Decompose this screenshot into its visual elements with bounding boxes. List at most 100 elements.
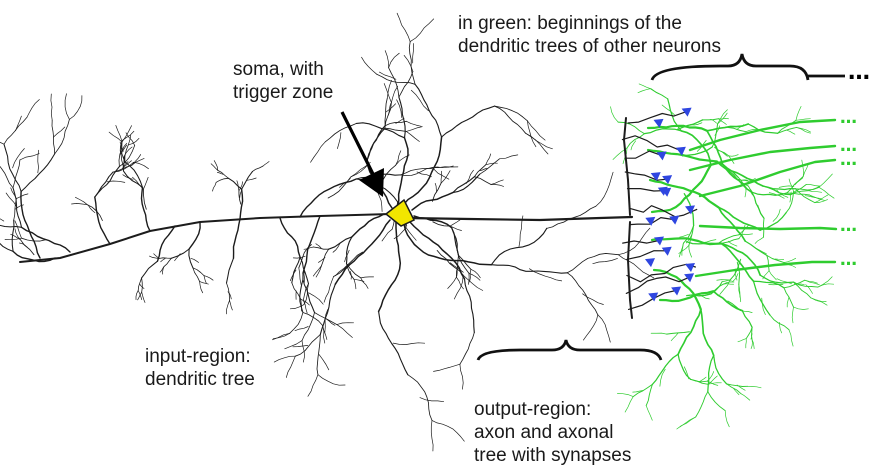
dendrite-branch: [465, 279, 475, 333]
dendrite-branch: [295, 327, 308, 331]
dendrite-branch: [116, 125, 122, 140]
dendrite-branch: [526, 133, 549, 154]
dendrite-branch: [326, 319, 335, 326]
green-dendrite-branch: [651, 89, 659, 94]
dendrite-branch: [480, 159, 500, 174]
synapse-group: [645, 108, 695, 302]
output-region-bracket: [478, 340, 661, 360]
dendrite-branch: [134, 162, 149, 168]
dendrite-branch: [468, 273, 469, 284]
green-dendrite-branch: [719, 118, 729, 119]
dendrite-branch: [263, 162, 269, 167]
green-dendrite-branch: [708, 392, 725, 411]
dendrite-branch: [142, 187, 151, 231]
dendrite-branch: [20, 154, 39, 160]
dendrite-branch: [379, 222, 401, 311]
dendrite-branch: [13, 149, 25, 168]
dendrite-branch: [311, 142, 326, 163]
dendrite-branch: [230, 301, 233, 311]
dendrite-branch: [319, 355, 329, 370]
synapse: [685, 263, 695, 272]
dendrite-branch: [486, 163, 498, 165]
green-dendrite-branch: [737, 385, 745, 390]
green-dendrite-branch: [701, 309, 714, 355]
dendrite-branch: [142, 278, 143, 292]
dendrite-branch: [337, 325, 353, 338]
dendrite-branch: [460, 364, 463, 389]
dendrite-branch: [164, 258, 171, 266]
dendrite-branch: [583, 315, 597, 340]
axon: [405, 217, 632, 220]
dendrite-branch: [240, 192, 241, 198]
dendrite-branch: [304, 270, 305, 283]
dendrite-branch: [527, 121, 536, 147]
output-region-line-3: tree with synapses: [474, 444, 631, 467]
dendrite-branch: [16, 116, 22, 131]
neuron: [0, 13, 697, 451]
dendrite-branch: [0, 216, 4, 221]
dendrite-branch: [211, 164, 218, 171]
dendrite-branch: [226, 301, 229, 314]
dendrite-branch: [299, 268, 301, 285]
dendrite-branch: [411, 90, 428, 110]
dendrite-branch: [107, 181, 125, 182]
green-dendrite-branch: [714, 355, 727, 383]
green-dendrite-branch: [767, 255, 769, 270]
dendrite-branch: [21, 192, 40, 259]
dendrite-branch: [500, 155, 518, 159]
dendrite-branch: [441, 171, 442, 183]
dendrite-branch: [398, 138, 408, 206]
green-dendrite-branch: [611, 107, 619, 122]
dendrite-branch: [142, 292, 145, 302]
dendrite-branch: [406, 121, 421, 126]
dendrite-branch: [72, 203, 88, 204]
dendrite-branch: [189, 222, 200, 249]
green-dendrite-branch: [722, 164, 738, 178]
dendrite-branch: [324, 277, 334, 303]
dendrite-branch: [143, 189, 146, 209]
green-note-line-2: dendritic trees of other neurons: [458, 35, 721, 58]
dendrite-branch: [13, 251, 55, 261]
dendrite-branch: [142, 261, 158, 278]
green-dendrite-branch: [746, 339, 747, 348]
green-dendrite-branch: [639, 84, 650, 89]
dendrite-branch: [527, 121, 545, 140]
dendrite-branch: [136, 291, 138, 300]
output-region-line-1: output-region:: [474, 398, 631, 421]
axon-terminal-branch: [625, 172, 667, 180]
green-dendrite-branch: [818, 277, 832, 287]
dendrite-branch: [404, 224, 491, 265]
green-dendrite-branch: [809, 191, 822, 193]
dendrite-branch: [274, 356, 295, 362]
dendrite-branch: [387, 80, 391, 98]
dendrite-branch: [379, 72, 396, 79]
dendrite-branch: [317, 335, 320, 375]
axon-terminal-branch: [628, 189, 663, 191]
dendrite-branch: [382, 229, 392, 241]
green-dendrite-branch: [679, 245, 689, 253]
dendrite-branch: [441, 171, 450, 183]
dendrite-branch: [337, 323, 354, 325]
dendrite-branch: [216, 178, 228, 182]
green-dendrite-branch: [806, 285, 813, 294]
input-region-line-1: input-region:: [145, 345, 255, 368]
dendrite-branch: [337, 133, 341, 149]
dendrite-branch: [448, 277, 457, 288]
green-dendrite-branch: [644, 129, 681, 134]
dendrite-branch: [272, 333, 289, 340]
dendrite-branch: [385, 51, 388, 68]
green-dendrite-branch: [638, 89, 650, 93]
green-dendrite-branch: [738, 339, 746, 342]
dendrite-branch: [431, 420, 433, 451]
green-dendrite-branch: [618, 122, 644, 134]
green-dendrite-branch: [741, 394, 750, 401]
green-dendrite-branch: [679, 243, 683, 257]
synapse: [682, 108, 692, 117]
dendrite-branch: [354, 279, 356, 289]
dendrite-branch: [397, 13, 410, 41]
dendrite-branch: [293, 345, 308, 346]
green-dendrite-long: [700, 226, 836, 229]
dendrite-branch: [200, 281, 203, 292]
dendrite-branch: [286, 356, 295, 377]
soma-label: soma, with trigger zone: [233, 58, 333, 104]
